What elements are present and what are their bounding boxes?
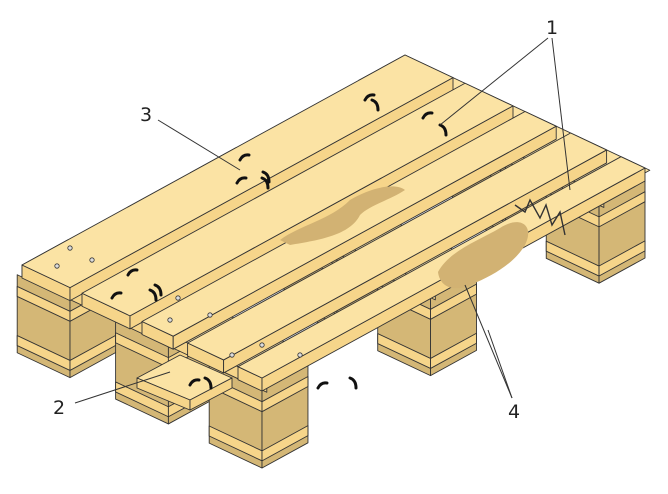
block-8-board-edge-f1 xyxy=(261,425,309,462)
leader-line-3 xyxy=(157,119,241,171)
nail-hole-1 xyxy=(89,257,95,263)
crack-icon xyxy=(514,198,566,236)
block-7-board-edge-f1 xyxy=(430,332,477,369)
nail-mark-1 xyxy=(235,176,270,190)
bottom-board-edge-2 xyxy=(189,377,233,411)
nail-hole-5 xyxy=(167,317,173,323)
nail-mark-0 xyxy=(238,153,271,184)
stain-2 xyxy=(438,222,529,289)
callout-2: 2 xyxy=(53,397,65,419)
callout-3: 3 xyxy=(140,104,152,126)
leader-line-1b xyxy=(551,37,571,191)
top-deck xyxy=(21,54,651,393)
block-5-board-edge-f0 xyxy=(598,191,646,228)
damage-marks xyxy=(54,93,566,390)
callouts: 1 2 3 4 xyxy=(53,17,571,423)
nail-hole-0 xyxy=(67,245,73,251)
block-8-board-edge-f0 xyxy=(261,376,309,413)
block-5-board-edge-f1 xyxy=(598,240,646,277)
stain-1 xyxy=(280,186,405,245)
nail-hole-2 xyxy=(54,263,60,269)
top-board-3 xyxy=(187,132,608,361)
block-7-board-edge-f0 xyxy=(430,283,477,320)
nail-mark-6 xyxy=(363,93,380,112)
leader-line-4a xyxy=(464,284,513,399)
nail-hole-6 xyxy=(229,352,235,358)
top-board-1 xyxy=(81,82,514,317)
nail-mark-2 xyxy=(126,268,163,297)
nail-hole-7 xyxy=(259,342,265,348)
callout-1: 1 xyxy=(546,17,558,39)
nail-mark-7 xyxy=(421,111,448,137)
top-board-0 xyxy=(21,54,454,289)
nail-mark-3 xyxy=(110,288,158,302)
leader-line-2 xyxy=(74,371,171,404)
callout-4: 4 xyxy=(508,401,520,423)
nail-hole-3 xyxy=(175,295,181,301)
nail-mark-4 xyxy=(316,376,358,390)
nail-mark-5 xyxy=(188,376,213,390)
leader-line-1a xyxy=(439,37,549,126)
leader-line-4b xyxy=(487,329,513,399)
nail-hole-4 xyxy=(207,312,213,318)
nail-hole-8 xyxy=(297,352,303,358)
